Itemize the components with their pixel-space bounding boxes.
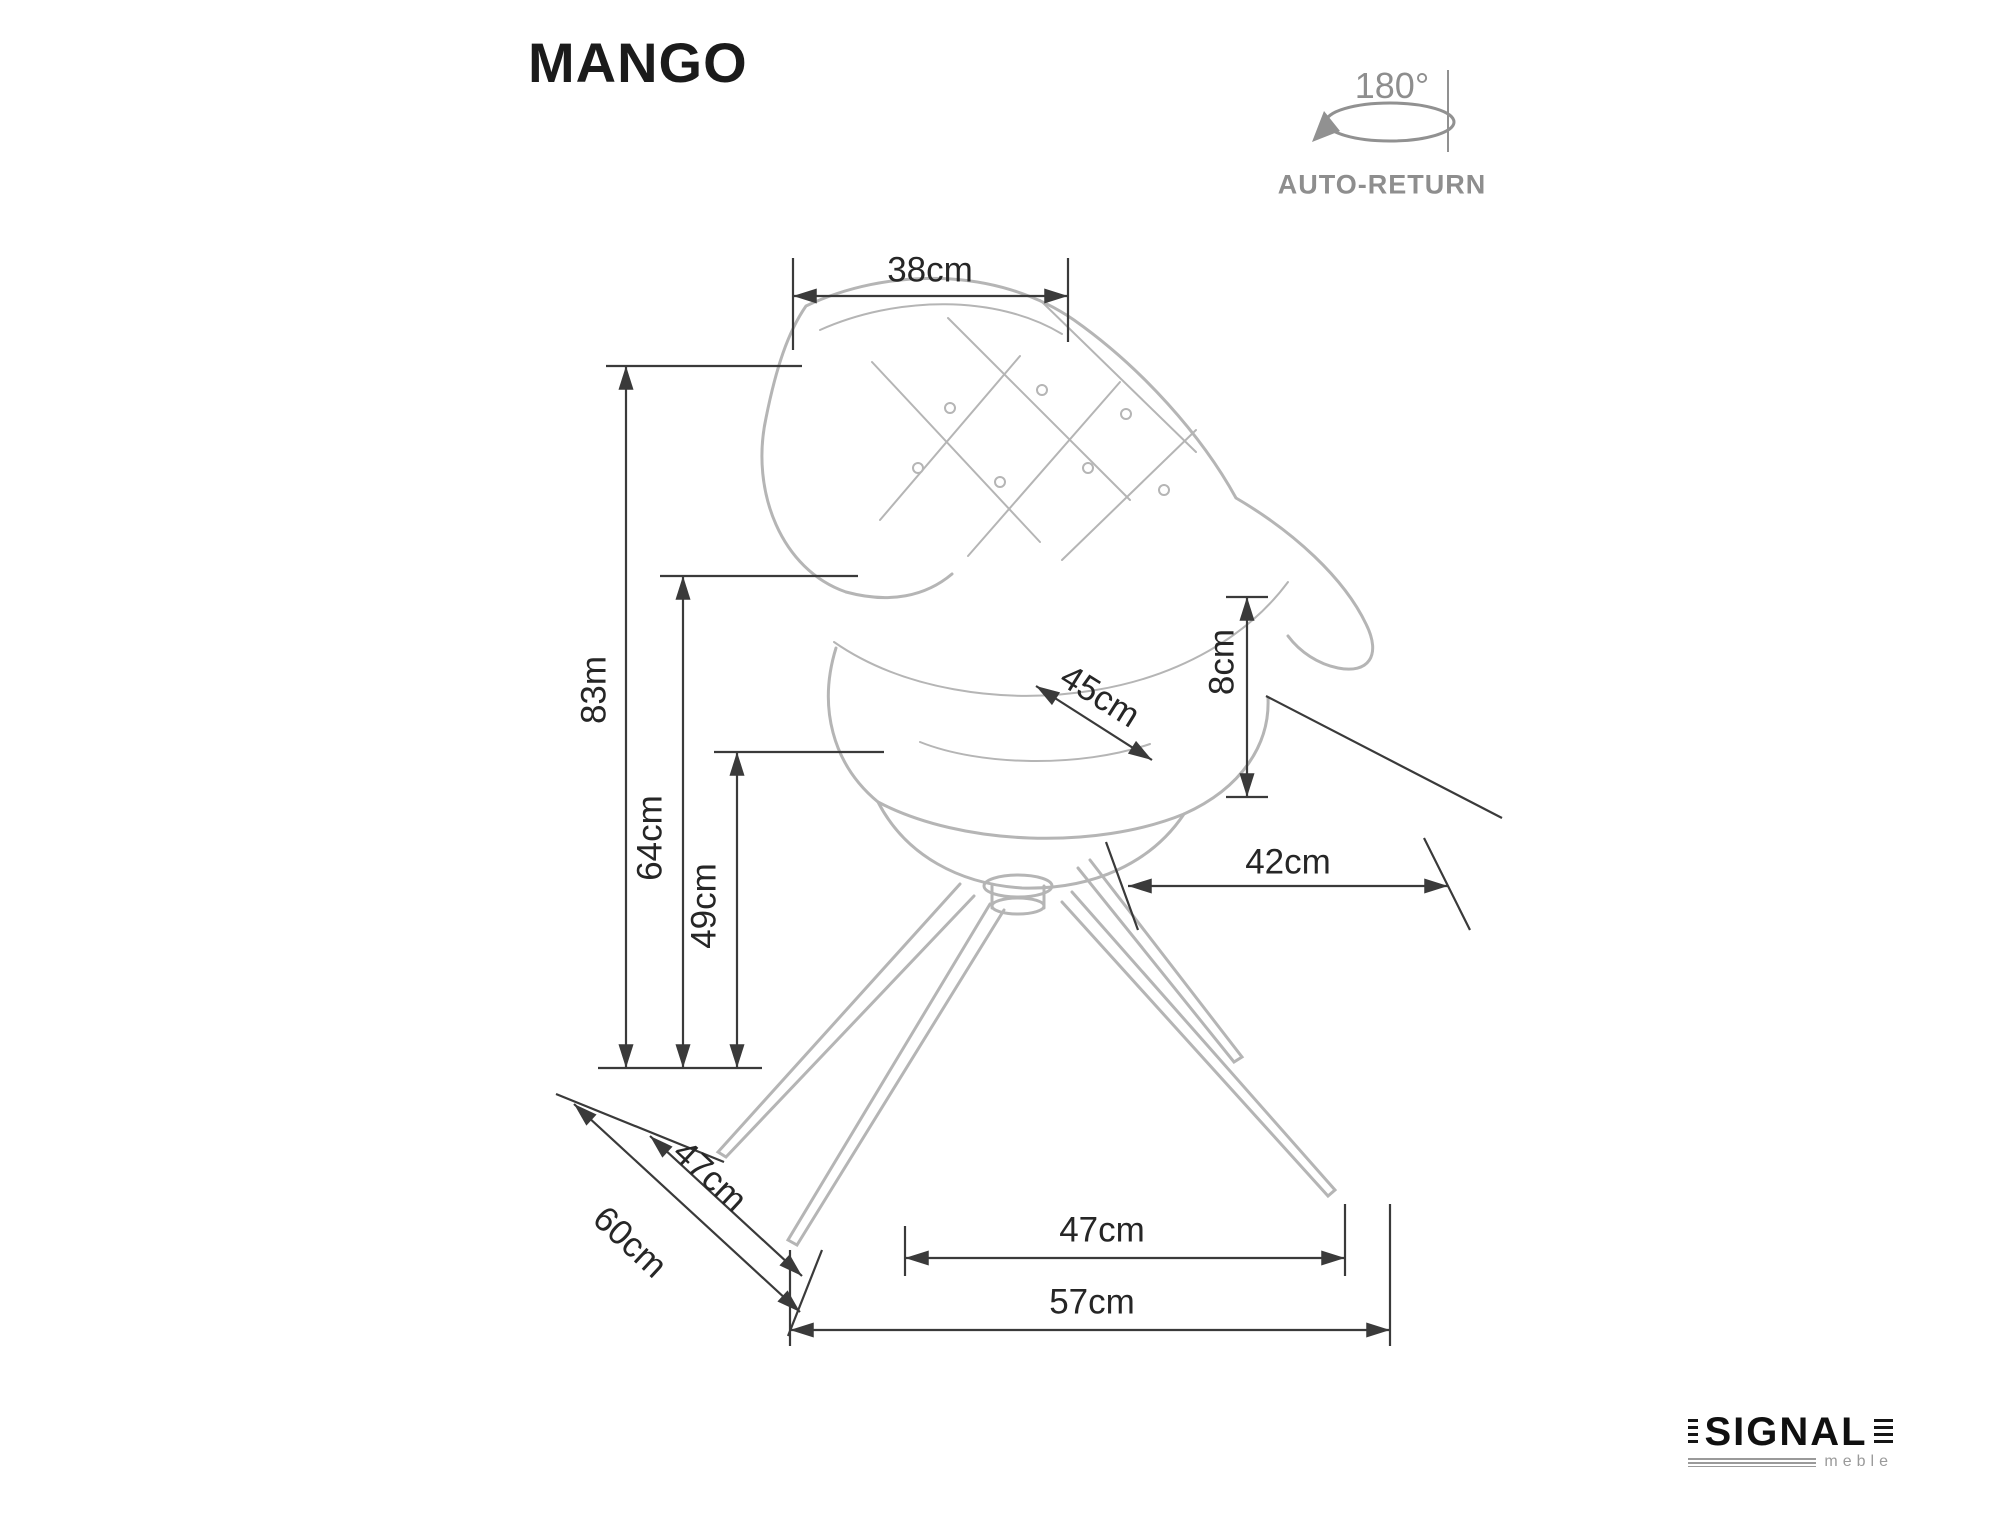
auto-return-label: AUTO-RETURN (1277, 169, 1487, 200)
dimension-lines (555, 258, 1503, 1346)
dim-base-width-inner-label: 47cm (1059, 1210, 1145, 1250)
brand-name: SIGNAL (1704, 1410, 1868, 1454)
dim-cushion-height-label: 8cm (1202, 628, 1242, 696)
brand-logo: SIGNAL meble (1688, 1412, 1893, 1470)
product-title: MANGO (528, 31, 748, 94)
dim-armrest-height-label: 64cm (630, 795, 670, 881)
dim-base-width-label: 57cm (1049, 1282, 1135, 1322)
chair-illustration (715, 276, 1375, 1248)
rotation-180-icon (1312, 70, 1456, 152)
dim-seat-depth-label: 42cm (1245, 842, 1331, 882)
dim-back-top-width-label: 38cm (887, 250, 973, 290)
dim-total-height-label: 83m (574, 655, 614, 725)
dim-seat-height-label: 49cm (684, 863, 724, 949)
rotation-angle-label: 180° (1354, 65, 1430, 106)
logo-stripes-right-icon (1873, 1419, 1893, 1445)
logo-stripes-left-icon (1688, 1419, 1699, 1445)
logo-sub-bar (1688, 1457, 1817, 1467)
brand-subtitle: meble (1824, 1453, 1893, 1470)
